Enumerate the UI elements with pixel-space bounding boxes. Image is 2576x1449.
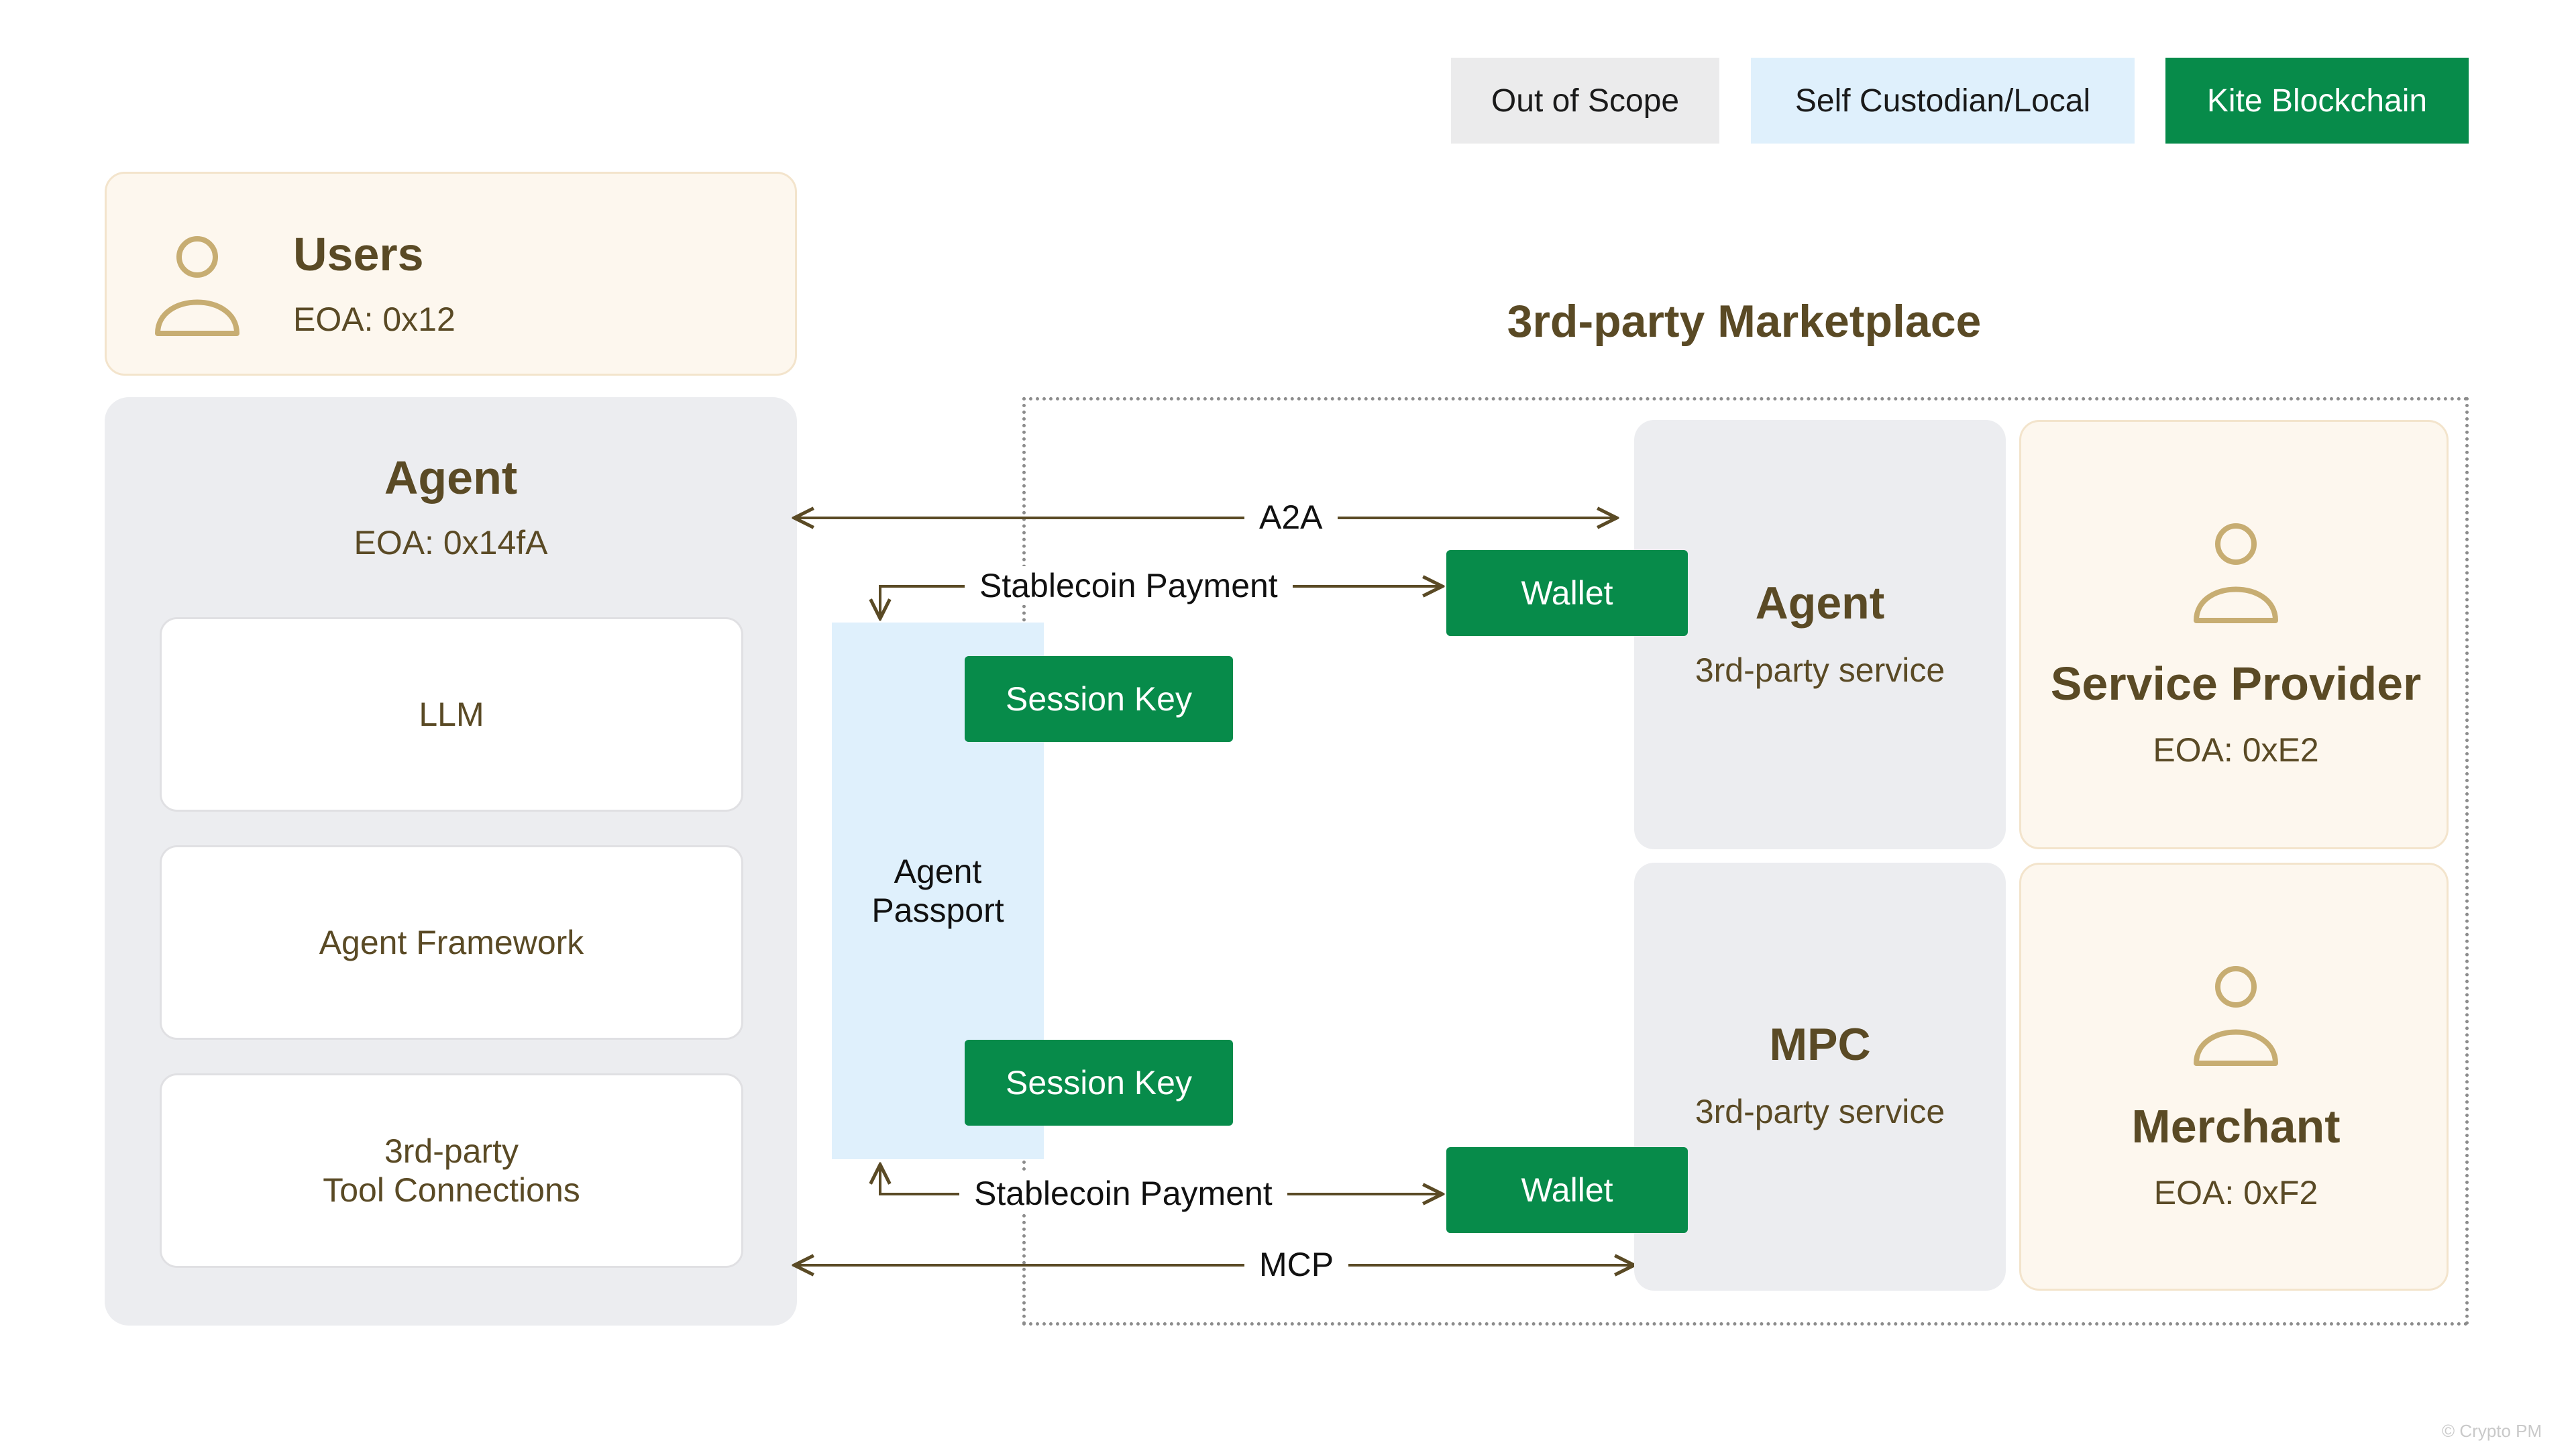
agent-title: Agent	[384, 451, 518, 504]
agent-framework-label: Agent Framework	[319, 924, 584, 961]
llm-card: LLM	[160, 617, 743, 812]
tool-connections-card: 3rd-party Tool Connections	[160, 1073, 743, 1268]
merchant-card: Merchant EOA: 0xF2	[2019, 863, 2449, 1291]
session-key-top: Session Key	[965, 656, 1233, 742]
session-key-bottom: Session Key	[965, 1040, 1233, 1126]
agent-service-sub: 3rd-party service	[1695, 651, 1945, 689]
service-provider-user-icon	[2194, 523, 2278, 623]
wallet-top: Wallet	[1446, 550, 1688, 636]
legend-out-of-scope-label: Out of Scope	[1491, 83, 1680, 119]
a2a-label: A2A	[1244, 498, 1338, 537]
wallet-bottom-label: Wallet	[1521, 1171, 1613, 1209]
service-provider-eoa: EOA: 0xE2	[2153, 731, 2319, 769]
session-key-top-label: Session Key	[1006, 680, 1192, 718]
llm-label: LLM	[419, 696, 484, 733]
users-box: Users EOA: 0x12	[105, 172, 797, 376]
service-provider-card: Service Provider EOA: 0xE2	[2019, 420, 2449, 849]
stablecoin-bottom-label: Stablecoin Payment	[959, 1174, 1287, 1213]
legend-kite-blockchain: Kite Blockchain	[2165, 58, 2469, 144]
merchant-title: Merchant	[2131, 1100, 2341, 1152]
mcp-label: MCP	[1244, 1245, 1349, 1284]
merchant-user-icon	[2194, 966, 2278, 1066]
agent-passport-label: Agent Passport	[871, 853, 1004, 929]
stablecoin-top-label: Stablecoin Payment	[965, 566, 1293, 605]
mpc-service-title: MPC	[1769, 1019, 1871, 1070]
agent-framework-card: Agent Framework	[160, 845, 743, 1040]
legend-out-of-scope: Out of Scope	[1451, 58, 1719, 144]
legend-kite-blockchain-label: Kite Blockchain	[2206, 83, 2428, 119]
users-eoa: EOA: 0x12	[293, 301, 455, 338]
tool-connections-label: 3rd-party Tool Connections	[323, 1132, 580, 1209]
agent-service-card: Agent 3rd-party service	[1634, 420, 2006, 849]
agent-eoa: EOA: 0x14fA	[354, 524, 548, 561]
session-key-bottom-label: Session Key	[1006, 1064, 1192, 1102]
users-title: Users	[293, 228, 424, 280]
agent-service-title: Agent	[1755, 578, 1885, 629]
service-provider-title: Service Provider	[2050, 657, 2422, 710]
watermark: © Crypto PM	[2442, 1421, 2542, 1441]
merchant-eoa: EOA: 0xF2	[2153, 1174, 2318, 1212]
agent-panel: Agent EOA: 0x14fA LLM Agent Framework 3r…	[105, 397, 797, 1326]
wallet-bottom: Wallet	[1446, 1147, 1688, 1233]
legend-self-custodian: Self Custodian/Local	[1751, 58, 2135, 144]
mpc-service-sub: 3rd-party service	[1695, 1093, 1945, 1130]
marketplace-title: 3rd-party Marketplace	[1507, 296, 1982, 347]
mpc-service-card: MPC 3rd-party service	[1634, 863, 2006, 1291]
legend-self-custodian-label: Self Custodian/Local	[1794, 83, 2091, 119]
wallet-top-label: Wallet	[1521, 574, 1613, 612]
user-icon	[155, 236, 239, 336]
